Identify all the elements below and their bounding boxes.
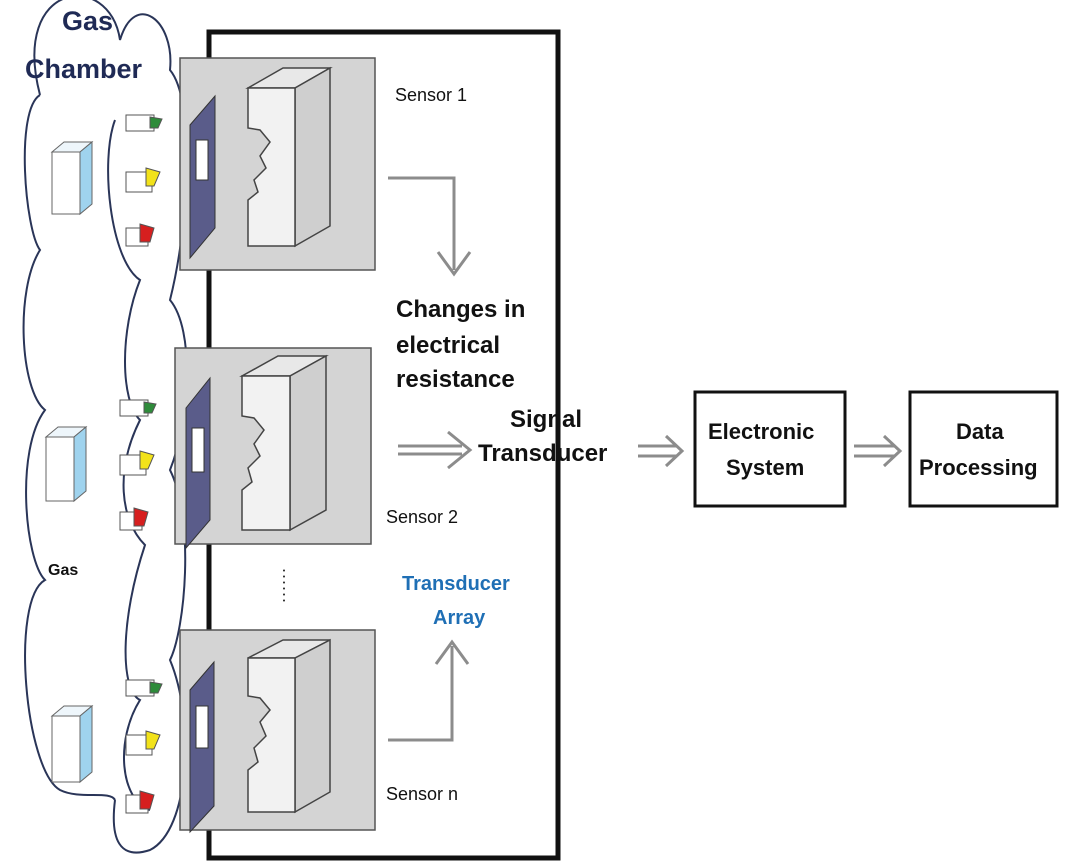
sensor-n [179, 629, 376, 834]
arrow-sensor2-right [398, 430, 473, 470]
signal-transducer-label-line1: Signal [510, 406, 583, 433]
arrow-to-data-processing [854, 434, 903, 468]
sensor-1-label: Sensor 1 [395, 85, 468, 105]
gas-cube-3 [50, 704, 94, 784]
gas-chamber-label-line2: Chamber [25, 54, 143, 84]
signal-transducer-label-line2: Transducer [478, 440, 608, 467]
electronic-system-label-line1: Electronic [708, 419, 815, 444]
gas-chamber-outline [22, 0, 188, 854]
data-processing-label-line1: Data [956, 419, 1004, 444]
arrow-sensor1-down [388, 176, 472, 277]
arrow-sensorn-up [388, 639, 470, 742]
sensor-1 [179, 57, 376, 271]
arrow-to-electronic-system [638, 434, 685, 468]
changes-label-line1: Changes in [396, 296, 526, 323]
gas-molecules-group-1 [125, 114, 163, 247]
changes-label-line2: electrical [396, 332, 501, 359]
transducer-array-label-line2: Array [433, 607, 486, 629]
gas-chamber-label-line1: Gas [62, 6, 114, 36]
transducer-array-label-line1: Transducer [402, 573, 510, 595]
gas-label: Gas [48, 562, 79, 579]
sensor-2-label: Sensor 2 [386, 507, 459, 527]
sensor-2 [174, 347, 372, 550]
data-processing-label-line2: Processing [919, 455, 1038, 480]
electronic-system-label-line2: System [726, 455, 805, 480]
ellipsis-label: ...... [279, 568, 299, 605]
gas-molecules-group-3 [125, 679, 163, 814]
data-processing-box [908, 390, 1059, 508]
changes-label-line3: resistance [396, 366, 515, 393]
gas-molecules-group-2 [119, 399, 157, 531]
gas-cube-1 [50, 140, 94, 216]
sensor-n-label: Sensor n [386, 784, 459, 804]
electronic-system-box [693, 390, 847, 508]
gas-cube-2 [44, 425, 88, 503]
